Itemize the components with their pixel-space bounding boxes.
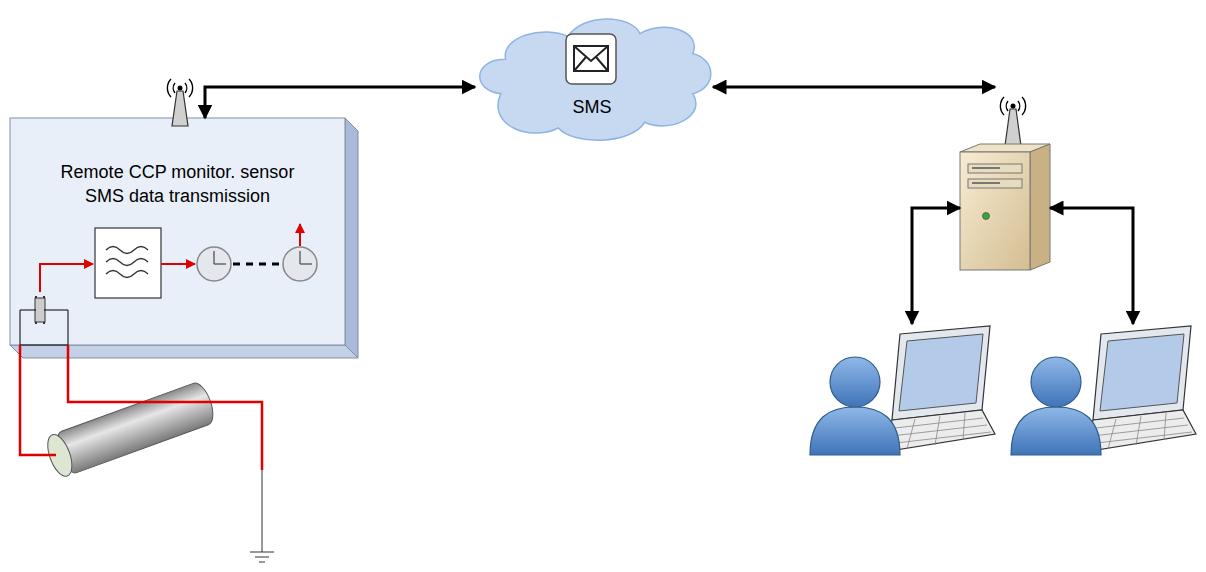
server-icon xyxy=(1005,109,1021,146)
panel-bevel xyxy=(345,118,358,358)
sensor-box: Remote CCP monitor. sensor SMS data tran… xyxy=(10,118,345,345)
sensor-circuit xyxy=(20,224,317,345)
user-icon xyxy=(830,357,880,407)
antenna-icon xyxy=(178,86,183,91)
user-icon xyxy=(1031,357,1081,407)
link-arrow xyxy=(1050,208,1133,324)
server-icon xyxy=(1000,97,1025,115)
server-icon xyxy=(960,152,1030,270)
envelope-icon xyxy=(574,46,608,71)
user-icon xyxy=(1100,334,1184,411)
sensor-circuit xyxy=(36,296,44,324)
antenna-icon xyxy=(167,79,192,97)
node-shapes xyxy=(10,19,711,358)
user-icon xyxy=(1093,326,1191,420)
sensor-circuit xyxy=(161,263,195,265)
sensor-circuit xyxy=(20,310,68,345)
sms-cloud-outline xyxy=(480,19,711,140)
pipe-and-ground xyxy=(262,470,263,552)
pipe-and-ground xyxy=(20,345,56,455)
server-icon xyxy=(1011,104,1016,109)
cloud-shape xyxy=(480,19,711,140)
sensor-circuit xyxy=(95,228,161,298)
server-icon xyxy=(983,213,990,220)
sensor-circuit xyxy=(106,247,148,278)
user-icon xyxy=(1011,407,1101,455)
sensor-circuit xyxy=(299,224,301,246)
node-label: Remote CCP monitor. sensor SMS data tran… xyxy=(45,160,310,208)
user-icon xyxy=(899,334,983,411)
user-icon xyxy=(1011,326,1196,455)
user-icon xyxy=(887,413,991,449)
envelope-icon xyxy=(566,34,616,84)
sensor-circuit xyxy=(233,263,281,266)
server-icon xyxy=(960,97,1050,270)
sensor-circuit xyxy=(300,251,312,264)
user-icon xyxy=(892,326,990,420)
user-icon xyxy=(810,326,995,455)
server-icon xyxy=(972,168,1000,183)
sensor-circuit xyxy=(214,251,226,264)
pipe-and-ground xyxy=(250,552,274,562)
sms-cloud: SMS xyxy=(472,5,712,148)
antenna-icon xyxy=(167,79,192,126)
envelope-icon xyxy=(574,46,608,71)
sensor-box-outline xyxy=(10,118,358,358)
pipe-and-ground xyxy=(20,345,274,562)
user-icon xyxy=(810,407,900,455)
sensor-circuit xyxy=(283,247,317,281)
node-label: SMS xyxy=(492,95,692,119)
sensor-circuit xyxy=(35,298,45,322)
sensor-circuit xyxy=(40,264,93,292)
server-icon xyxy=(1030,144,1050,270)
pipe-and-ground xyxy=(52,380,217,476)
link-arrow xyxy=(713,86,995,89)
link-arrow xyxy=(912,208,960,324)
link-arrow xyxy=(205,87,475,118)
user-icon xyxy=(1088,413,1192,449)
pipe-and-ground xyxy=(68,345,262,470)
envelope-icon xyxy=(566,34,616,84)
panel-bevel xyxy=(10,345,358,358)
panel-face xyxy=(10,118,345,345)
antenna-icon xyxy=(172,91,188,126)
sensor-circuit xyxy=(197,247,231,281)
